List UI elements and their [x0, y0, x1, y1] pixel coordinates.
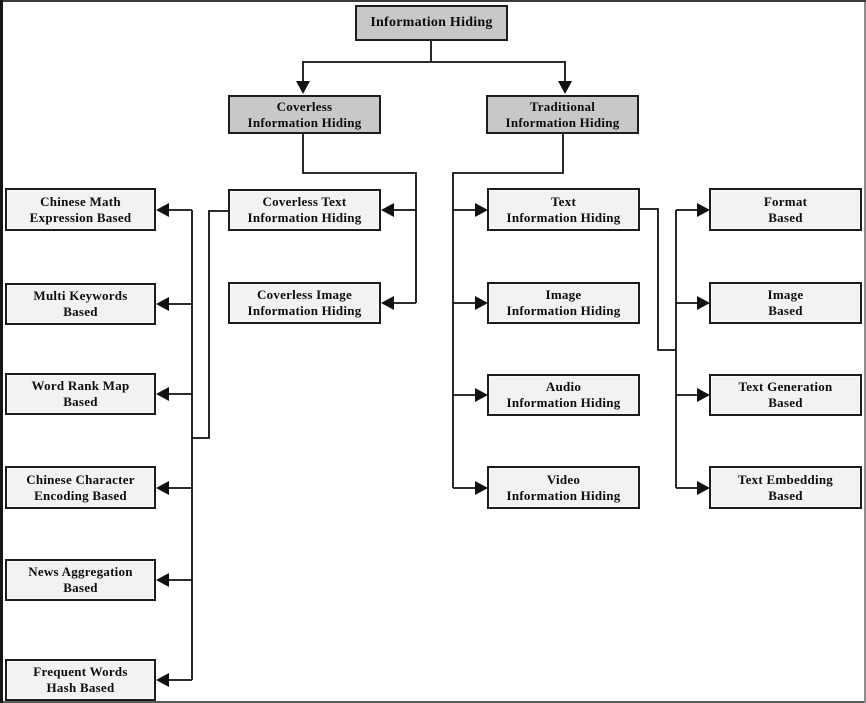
- connector-lines: [168, 41, 698, 681]
- node-image-information-hiding: Image Information Hiding: [487, 282, 640, 324]
- node-video-information-hiding: Video Information Hiding: [487, 466, 640, 509]
- node-audio-information-hiding: Audio Information Hiding: [487, 374, 640, 416]
- node-text-embedding-based: Text Embedding Based: [709, 466, 862, 509]
- node-format-based: Format Based: [709, 188, 862, 231]
- node-coverless-image-information-hiding: Coverless Image Information Hiding: [228, 282, 381, 324]
- node-traditional-information-hiding: Traditional Information Hiding: [486, 95, 639, 134]
- node-coverless-information-hiding: Coverless Information Hiding: [228, 95, 381, 134]
- node-frequent-words-hash-based: Frequent Words Hash Based: [5, 659, 156, 701]
- node-multi-keywords-based: Multi Keywords Based: [5, 283, 156, 325]
- arrowheads: [156, 81, 710, 687]
- node-text-generation-based: Text Generation Based: [709, 374, 862, 416]
- node-coverless-text-information-hiding: Coverless Text Information Hiding: [228, 189, 381, 231]
- node-chinese-character-encoding-based: Chinese Character Encoding Based: [5, 466, 156, 509]
- node-information-hiding: Information Hiding: [355, 5, 508, 41]
- node-word-rank-map-based: Word Rank Map Based: [5, 373, 156, 415]
- node-chinese-math-expression-based: Chinese Math Expression Based: [5, 188, 156, 231]
- node-text-information-hiding: Text Information Hiding: [487, 188, 640, 231]
- node-news-aggregation-based: News Aggregation Based: [5, 559, 156, 601]
- node-image-based: Image Based: [709, 282, 862, 324]
